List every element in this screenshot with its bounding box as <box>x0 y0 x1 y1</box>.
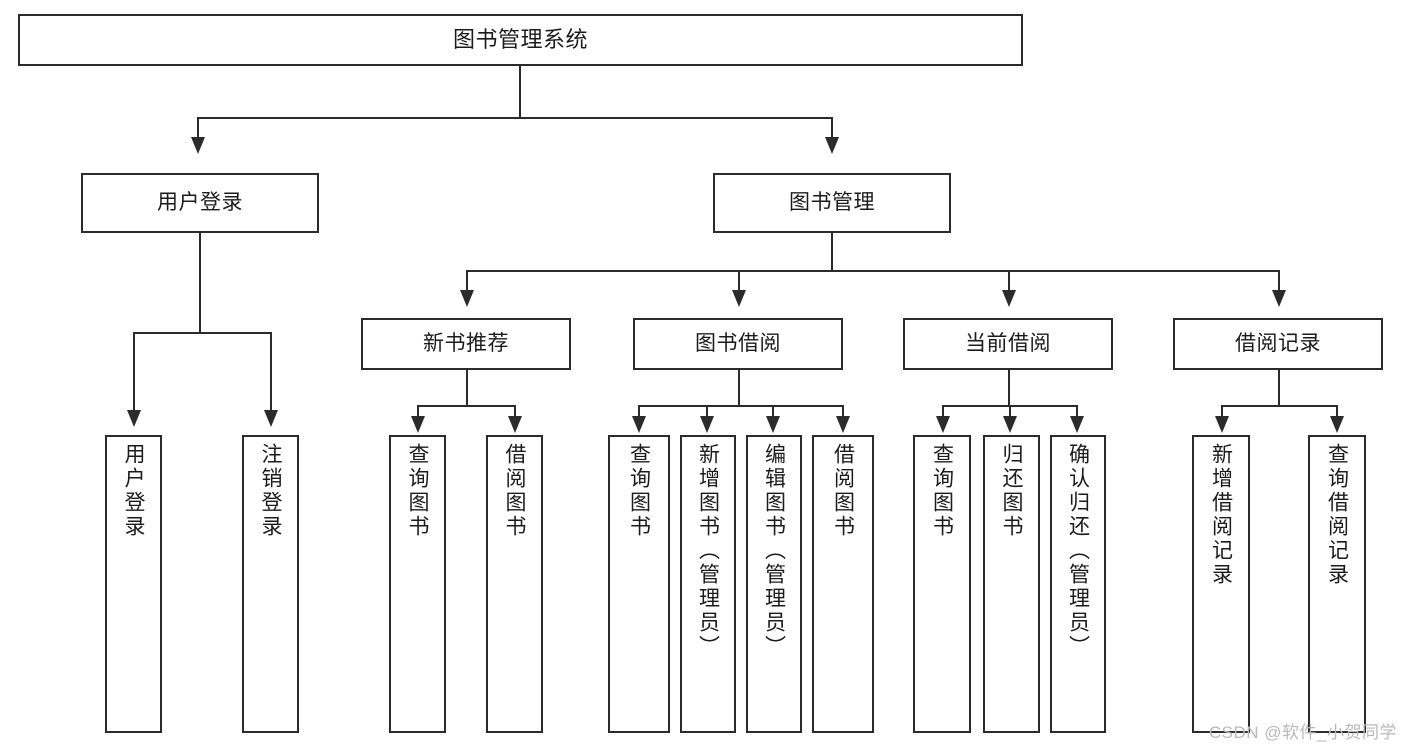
node-user-login[interactable]: 用户登录 <box>81 173 319 233</box>
edge-bb-drop-3 <box>772 405 775 419</box>
node-label: 查询图书 <box>627 443 651 539</box>
node-borrow-record[interactable]: 借阅记录 <box>1173 318 1383 370</box>
arrow-br-leaf-2 <box>1330 416 1344 433</box>
node-new-book-recommend[interactable]: 新书推荐 <box>361 318 571 370</box>
leaf-bb-add-book-admin[interactable]: 新增图书（管理员） <box>680 435 736 733</box>
arrow-br-leaf-1 <box>1215 416 1229 433</box>
edge-user-login-bus <box>133 332 272 335</box>
node-root-system[interactable]: 图书管理系统 <box>18 14 1023 66</box>
arrow-cb-leaf-3 <box>1070 416 1084 433</box>
arrow-to-book-manage <box>825 137 839 154</box>
leaf-cb-query-book[interactable]: 查询图书 <box>913 435 971 733</box>
leaf-user-login[interactable]: 用户登录 <box>105 435 162 733</box>
node-label: 查询图书 <box>930 443 954 539</box>
node-label: 新增图书（管理员） <box>696 443 720 659</box>
leaf-br-query-record[interactable]: 查询借阅记录 <box>1308 435 1366 733</box>
leaf-cb-confirm-return-admin[interactable]: 确认归还（管理员） <box>1050 435 1106 733</box>
edge-level2-drop-4 <box>1278 270 1281 292</box>
edge-cb-drop-3 <box>1076 405 1079 419</box>
edge-book-manage-stem <box>831 233 834 272</box>
node-label: 用户登录 <box>157 190 243 214</box>
node-label: 用户登录 <box>122 443 145 539</box>
arrow-to-user-login <box>191 137 205 154</box>
edge-bb-bus <box>638 405 844 408</box>
leaf-nbr-query-book[interactable]: 查询图书 <box>389 435 446 733</box>
edge-cb-stem <box>1008 370 1011 407</box>
edge-br-bus <box>1221 405 1338 408</box>
leaf-nbr-borrow-book[interactable]: 借阅图书 <box>486 435 543 733</box>
node-label: 借阅记录 <box>1235 331 1321 355</box>
node-label: 新书推荐 <box>423 331 509 355</box>
arrow-cb-leaf-2 <box>1003 416 1017 433</box>
leaf-bb-edit-book-admin[interactable]: 编辑图书（管理员） <box>746 435 802 733</box>
edge-bb-drop-4 <box>842 405 845 419</box>
arrow-to-current-borrow <box>1002 290 1016 307</box>
node-label: 查询图书 <box>406 443 429 539</box>
edge-br-drop-2 <box>1336 405 1339 419</box>
edge-user-login-drop-2 <box>270 332 273 412</box>
node-label: 查询借阅记录 <box>1325 443 1349 587</box>
node-label: 当前借阅 <box>965 331 1051 355</box>
edge-nbr-drop-2 <box>514 405 517 419</box>
arrow-to-user-login-leaf <box>127 410 141 427</box>
edge-nbr-stem <box>466 370 469 407</box>
arrow-bb-leaf-2 <box>700 416 714 433</box>
leaf-bb-borrow-book[interactable]: 借阅图书 <box>812 435 874 733</box>
node-label: 注销登录 <box>259 443 282 539</box>
edge-br-drop-1 <box>1221 405 1224 419</box>
arrow-nbr-leaf-2 <box>508 416 522 433</box>
node-label: 编辑图书（管理员） <box>762 443 786 659</box>
node-current-borrow[interactable]: 当前借阅 <box>903 318 1113 370</box>
arrow-to-logout-leaf <box>264 410 278 427</box>
leaf-logout[interactable]: 注销登录 <box>242 435 299 733</box>
node-label: 借阅图书 <box>503 443 526 539</box>
arrow-cb-leaf-1 <box>936 416 950 433</box>
arrow-nbr-leaf-1 <box>411 416 425 433</box>
edge-root-stem <box>519 66 522 119</box>
node-label: 借阅图书 <box>831 443 855 539</box>
edge-level2-drop-2 <box>738 270 741 292</box>
edge-user-login-drop-1 <box>133 332 136 412</box>
edge-nbr-drop-1 <box>417 405 420 419</box>
edge-cb-drop-2 <box>1009 405 1012 419</box>
edge-level2-drop-1 <box>466 270 469 292</box>
arrow-bb-leaf-4 <box>836 416 850 433</box>
edge-bb-drop-2 <box>706 405 709 419</box>
arrow-bb-leaf-1 <box>632 416 646 433</box>
edge-br-stem <box>1278 370 1281 407</box>
leaf-bb-query-book[interactable]: 查询图书 <box>608 435 670 733</box>
edge-user-login-stem <box>199 233 202 334</box>
arrow-bb-leaf-3 <box>766 416 780 433</box>
arrow-to-new-book-recommend <box>460 290 474 307</box>
edge-cb-drop-1 <box>942 405 945 419</box>
node-book-manage[interactable]: 图书管理 <box>713 173 951 233</box>
edge-level2-drop-3 <box>1008 270 1011 292</box>
edge-level1-drop-right <box>831 117 834 139</box>
edge-level1-drop-left <box>197 117 200 139</box>
edge-nbr-bus <box>417 405 516 408</box>
leaf-cb-return-book[interactable]: 归还图书 <box>983 435 1040 733</box>
edge-bb-drop-1 <box>638 405 641 419</box>
edge-bb-stem <box>738 370 741 407</box>
node-label: 归还图书 <box>1000 443 1023 539</box>
leaf-br-add-record[interactable]: 新增借阅记录 <box>1192 435 1250 733</box>
arrow-to-borrow-record <box>1272 290 1286 307</box>
node-label: 图书管理系统 <box>452 27 588 53</box>
node-label: 图书借阅 <box>695 331 781 355</box>
node-label: 图书管理 <box>789 190 875 214</box>
node-book-borrow[interactable]: 图书借阅 <box>633 318 843 370</box>
edge-level1-bus <box>197 117 833 120</box>
node-label: 新增借阅记录 <box>1209 443 1233 587</box>
edge-level2-bus <box>466 270 1280 273</box>
arrow-to-book-borrow <box>732 290 746 307</box>
node-label: 确认归还（管理员） <box>1066 443 1090 659</box>
